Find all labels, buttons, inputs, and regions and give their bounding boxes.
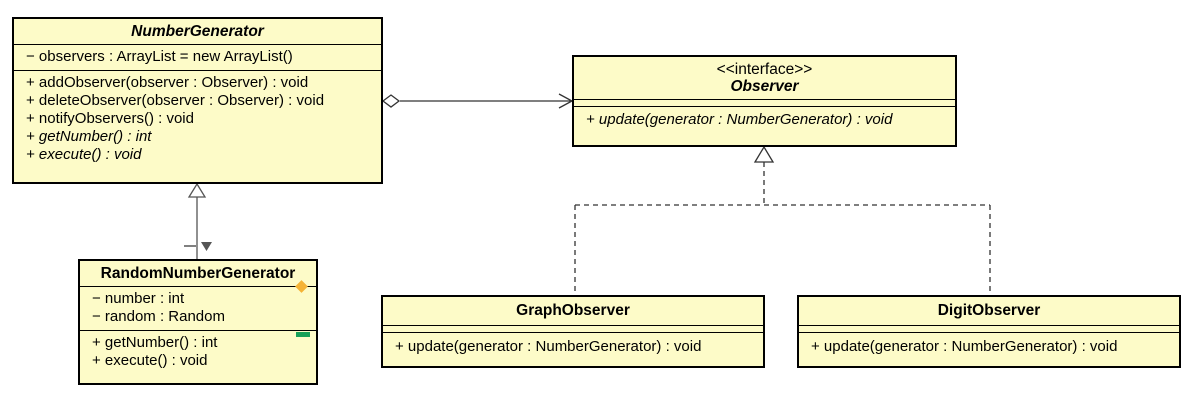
attribute-compartment (799, 326, 1179, 333)
attribute-compartment (383, 326, 763, 333)
class-name: DigitObserver (799, 297, 1179, 326)
aggregation-diamond (381, 94, 401, 108)
attribute: − observers : ArrayList = new ArrayList(… (26, 48, 293, 65)
generalization-random-to-generator[interactable] (184, 182, 212, 259)
attribute-compartment: − number : int − random : Random (80, 287, 316, 331)
operation: + update(generator : NumberGenerator) : … (811, 338, 1118, 355)
operation: + update(generator : NumberGenerator) : … (395, 338, 702, 355)
operation-compartment: + update(generator : NumberGenerator) : … (383, 333, 763, 360)
class-name: NumberGenerator (14, 19, 381, 45)
attribute: − number : int (92, 290, 185, 307)
operation-compartment: + update(generator : NumberGenerator) : … (799, 333, 1179, 360)
operation: + addObserver(observer : Observer) : voi… (26, 74, 309, 91)
class-digit-observer[interactable]: DigitObserver + update(generator : Numbe… (797, 295, 1181, 368)
connection-port-triangle (201, 242, 212, 251)
operation-compartment: + getNumber() : int + execute() : void (80, 331, 316, 374)
operation: + getNumber() : int (92, 334, 218, 351)
bar-marker-icon (296, 332, 310, 337)
realization-arrowhead (753, 145, 775, 163)
operation: + deleteObserver(observer : Observer) : … (26, 92, 325, 109)
class-random-number-generator[interactable]: RandomNumberGenerator − number : int − r… (78, 259, 318, 385)
class-number-generator[interactable]: NumberGenerator − observers : ArrayList … (12, 17, 383, 184)
generalization-arrowhead (187, 182, 207, 198)
abstract-operation: + getNumber() : int (26, 128, 152, 145)
operation: + execute() : void (92, 352, 208, 369)
interface-title: <<interface>> Observer (574, 57, 955, 100)
interface-observer[interactable]: <<interface>> Observer + update(generato… (572, 55, 957, 147)
class-name: RandomNumberGenerator (80, 261, 316, 287)
operation: + notifyObservers() : void (26, 110, 194, 127)
operation-compartment: + addObserver(observer : Observer) : voi… (14, 71, 381, 168)
attribute-compartment: − observers : ArrayList = new ArrayList(… (14, 45, 381, 71)
class-name: Observer (730, 78, 799, 95)
realization-observers[interactable] (574, 145, 991, 295)
abstract-operation: + update(generator : NumberGenerator) : … (586, 111, 893, 128)
attribute: − random : Random (92, 308, 225, 325)
operation-compartment: + update(generator : NumberGenerator) : … (574, 107, 955, 133)
aggregation-association[interactable] (381, 93, 574, 109)
attribute-compartment (574, 100, 955, 107)
stereotype-label: <<interface>> (716, 61, 813, 78)
class-graph-observer[interactable]: GraphObserver + update(generator : Numbe… (381, 295, 765, 368)
class-name: GraphObserver (383, 297, 763, 326)
abstract-operation: + execute() : void (26, 146, 142, 163)
